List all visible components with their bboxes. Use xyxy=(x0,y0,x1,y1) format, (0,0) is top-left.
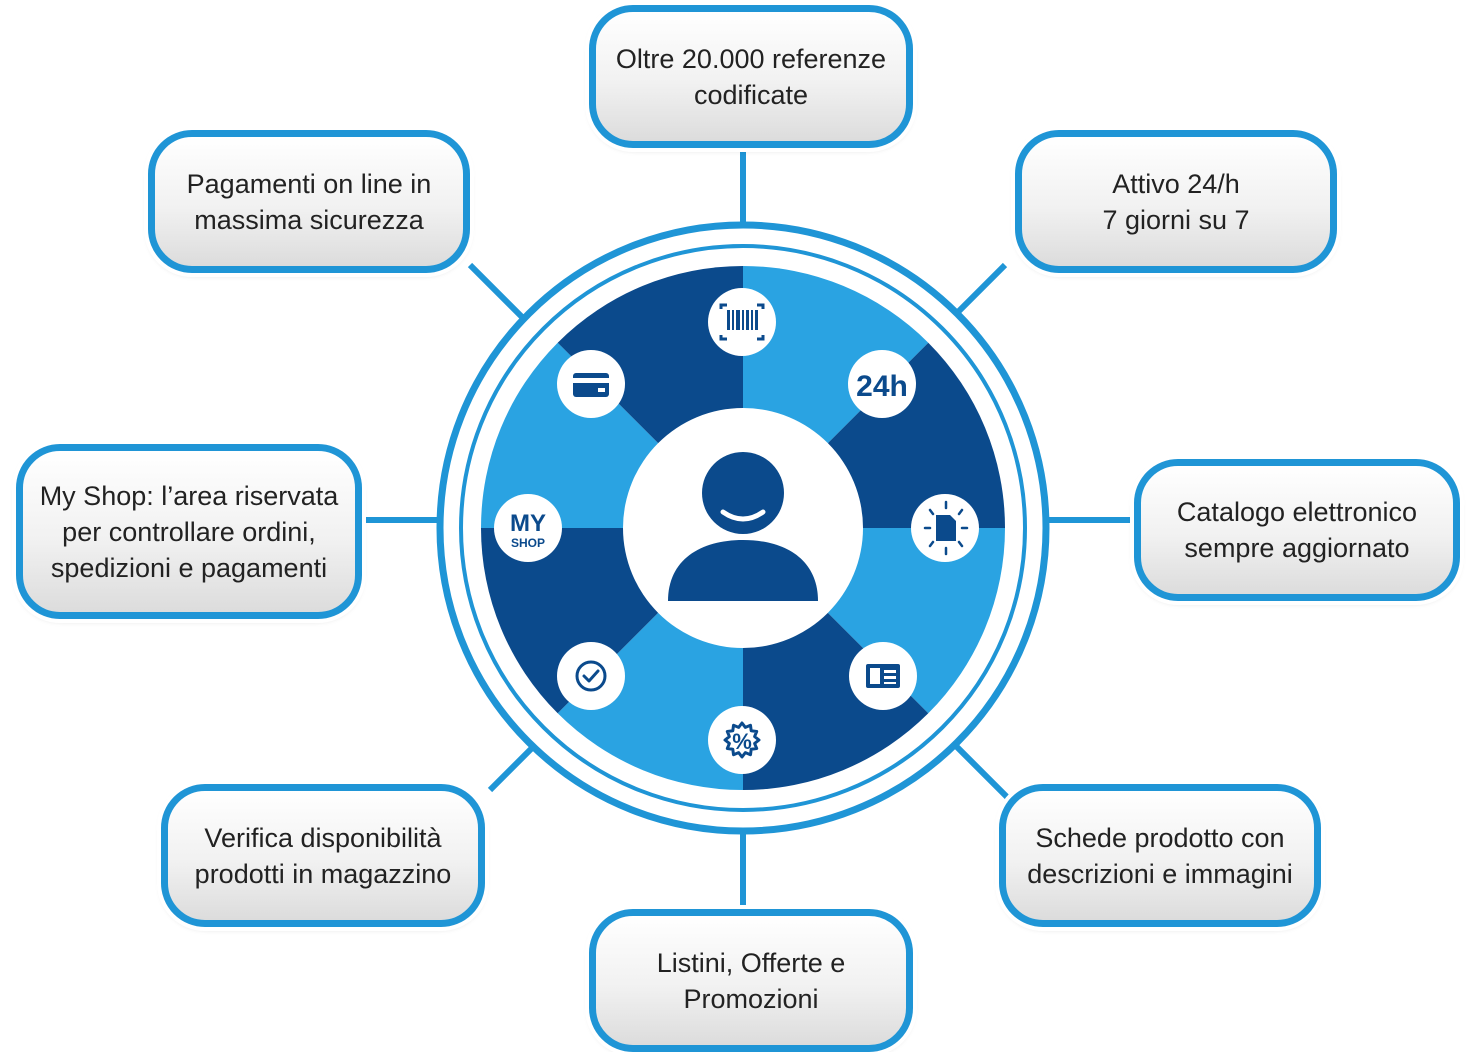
product-sheet-icon xyxy=(849,642,917,710)
feature-attivo-line1: Attivo 24/h xyxy=(1112,168,1240,199)
feature-pagamenti-line1: Pagamenti on line in xyxy=(186,168,432,199)
feature-listini-line1: Listini, Offerte e xyxy=(656,947,846,978)
catalog-document-icon xyxy=(911,494,979,562)
feature-referenze-line2: codificate xyxy=(693,79,809,110)
feature-verifica-line2: prodotti in magazzino xyxy=(194,858,452,889)
feature-box-myshop: My Shop: l’area riservata per controllar… xyxy=(16,444,362,619)
feature-referenze-line1: Oltre 20.000 referenze xyxy=(615,43,887,74)
inner-ring xyxy=(459,244,1027,812)
discount-badge-icon: % xyxy=(708,706,776,774)
myshop-icon-line1: MY xyxy=(510,510,546,537)
feature-listini-line2: Promozioni xyxy=(683,983,819,1014)
feature-box-listini: Listini, Offerte e Promozioni xyxy=(589,909,913,1052)
feature-schede-line1: Schede prodotto con xyxy=(1035,822,1285,853)
myshop-icon-line2: SHOP xyxy=(511,536,545,550)
24h-label: 24h xyxy=(856,370,908,403)
feature-schede-line2: descrizioni e immagini xyxy=(1027,858,1293,889)
feature-catalogo-line2: sempre aggiornato xyxy=(1184,533,1410,563)
barcode-icon xyxy=(708,288,776,356)
feature-box-referenze: Oltre 20.000 referenze codificate xyxy=(589,5,913,148)
user-avatar-icon xyxy=(668,452,818,601)
feature-myshop-line3: spedizioni e pagamenti xyxy=(50,552,328,583)
feature-myshop-line2: per controllare ordini, xyxy=(62,516,316,547)
check-circle-icon xyxy=(557,642,625,710)
feature-attivo-line2: 7 giorni su 7 xyxy=(1102,204,1250,235)
feature-catalogo-line1: Catalogo elettronico xyxy=(1176,497,1418,527)
feature-box-verifica: Verifica disponibilità prodotti in magaz… xyxy=(161,784,485,927)
feature-box-attivo: Attivo 24/h 7 giorni su 7 xyxy=(1015,130,1337,273)
feature-box-catalogo: Catalogo elettronico sempre aggiornato xyxy=(1134,459,1460,601)
24h-icon: 24h xyxy=(848,350,916,418)
feature-pagamenti-line2: massima sicurezza xyxy=(194,204,424,235)
feature-verifica-line1: Verifica disponibilità xyxy=(204,822,442,853)
feature-box-schede: Schede prodotto con descrizioni e immagi… xyxy=(999,784,1321,927)
svg-text:%: % xyxy=(732,729,752,754)
my-shop-icon: MY SHOP xyxy=(494,494,562,562)
credit-card-icon xyxy=(557,350,625,418)
feature-box-pagamenti: Pagamenti on line in massima sicurezza xyxy=(148,130,470,273)
feature-myshop-line1: My Shop: l’area riservata xyxy=(39,480,339,511)
